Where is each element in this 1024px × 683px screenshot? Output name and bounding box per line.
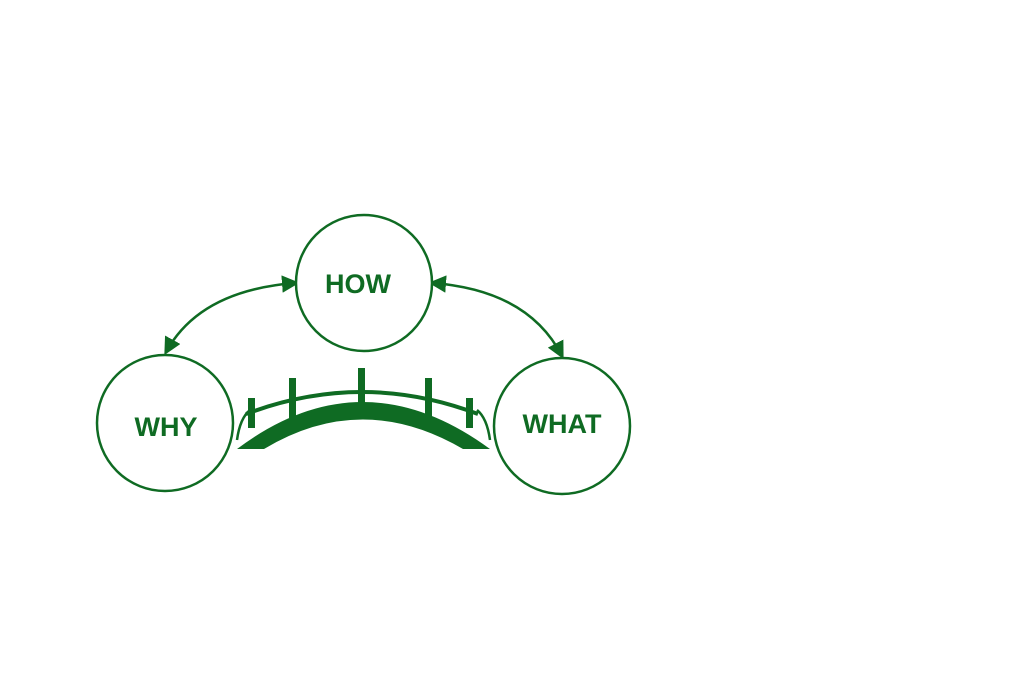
node-why-label: WHY — [135, 412, 198, 442]
node-how-label: HOW — [325, 269, 392, 299]
node-how: HOW — [294, 213, 434, 353]
node-what-label: WHAT — [523, 409, 602, 439]
arrow-how-what — [428, 275, 564, 360]
node-what: WHAT — [492, 356, 632, 496]
arrow-how-why — [164, 275, 300, 356]
node-why: WHY — [95, 353, 235, 493]
bridge-icon — [235, 368, 492, 449]
